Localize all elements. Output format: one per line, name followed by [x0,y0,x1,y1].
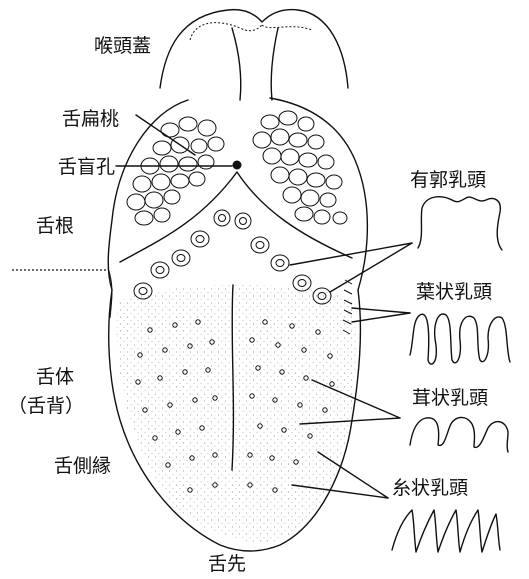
label-circumvallate: 有郭乳頭 [410,169,486,191]
label-body-alt: （舌背） [8,395,84,417]
tongue-outline [107,97,369,552]
circumvallate-papillae [133,209,332,305]
epiglottis [159,8,349,101]
lingual-tonsil-left [126,116,225,226]
fungiform-papillae [135,319,335,493]
label-epiglottis: 喉頭蓋 [94,35,151,57]
label-tip: 舌先 [208,553,246,575]
foramen-cecum-dot [232,160,242,170]
label-foramen-cecum: 舌盲孔 [58,156,115,178]
label-lingual-tonsil: 舌扁桃 [62,108,119,130]
leader-lines [115,114,413,499]
fungiform-illustration [409,416,509,453]
circumvallate-illustration [417,196,503,251]
filiform-illustration [391,509,501,553]
label-lateral-margin: 舌側縁 [54,455,111,477]
label-body: 舌体 [36,366,74,388]
label-foliate: 葉状乳頭 [416,281,492,303]
lingual-tonsil-right [252,110,348,225]
label-filiform: 糸状乳頭 [392,477,468,499]
label-fungiform: 茸状乳頭 [412,387,488,409]
label-root: 舌根 [36,215,74,237]
foliate-illustration [409,313,511,365]
